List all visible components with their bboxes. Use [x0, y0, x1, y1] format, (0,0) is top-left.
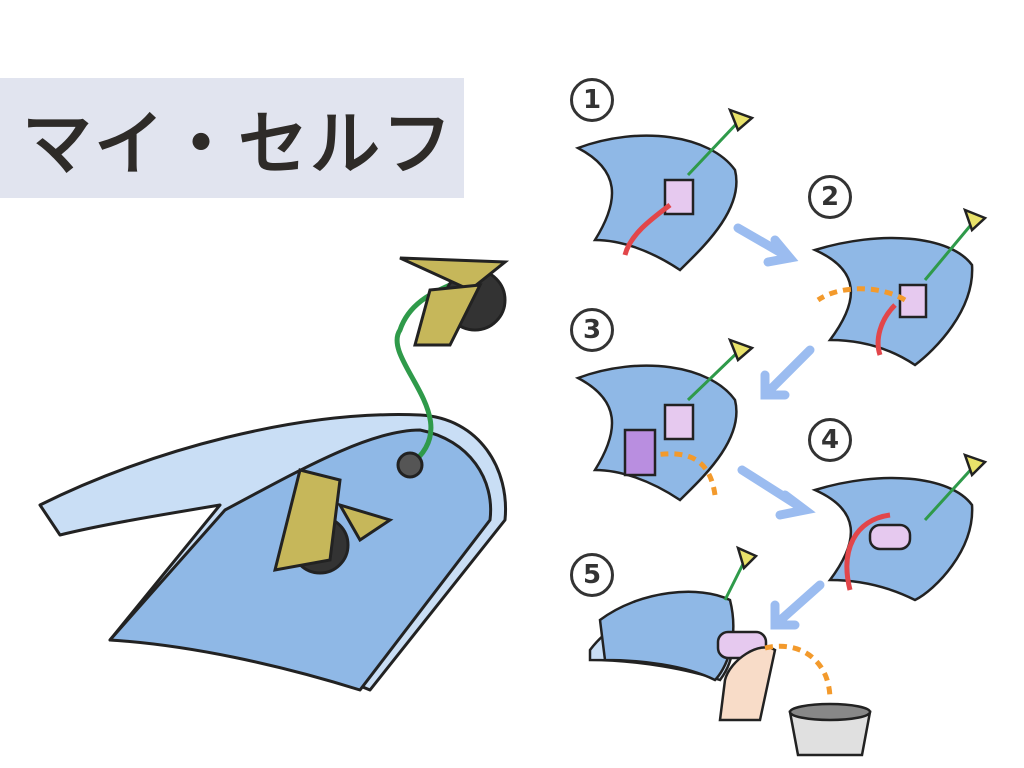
step-arrows	[733, 223, 825, 630]
clip-bottom	[272, 468, 394, 575]
step-4-illustration	[811, 452, 988, 602]
clip-top	[399, 256, 510, 347]
step-number-4: 4	[808, 418, 852, 462]
step-number-5: 5	[570, 553, 614, 597]
grommet	[396, 451, 424, 479]
step-number-3: 3	[570, 308, 614, 352]
step-1-illustration	[574, 107, 755, 272]
step-5-illustration	[588, 545, 872, 757]
step-3-illustration	[574, 337, 755, 502]
main-sheet	[38, 413, 508, 692]
title-banner	[0, 78, 464, 198]
step-number-2: 2	[808, 175, 852, 219]
step-2-illustration	[811, 207, 988, 367]
page-title: マイ・セルフ	[22, 103, 454, 185]
step-number-1: 1	[570, 78, 614, 122]
